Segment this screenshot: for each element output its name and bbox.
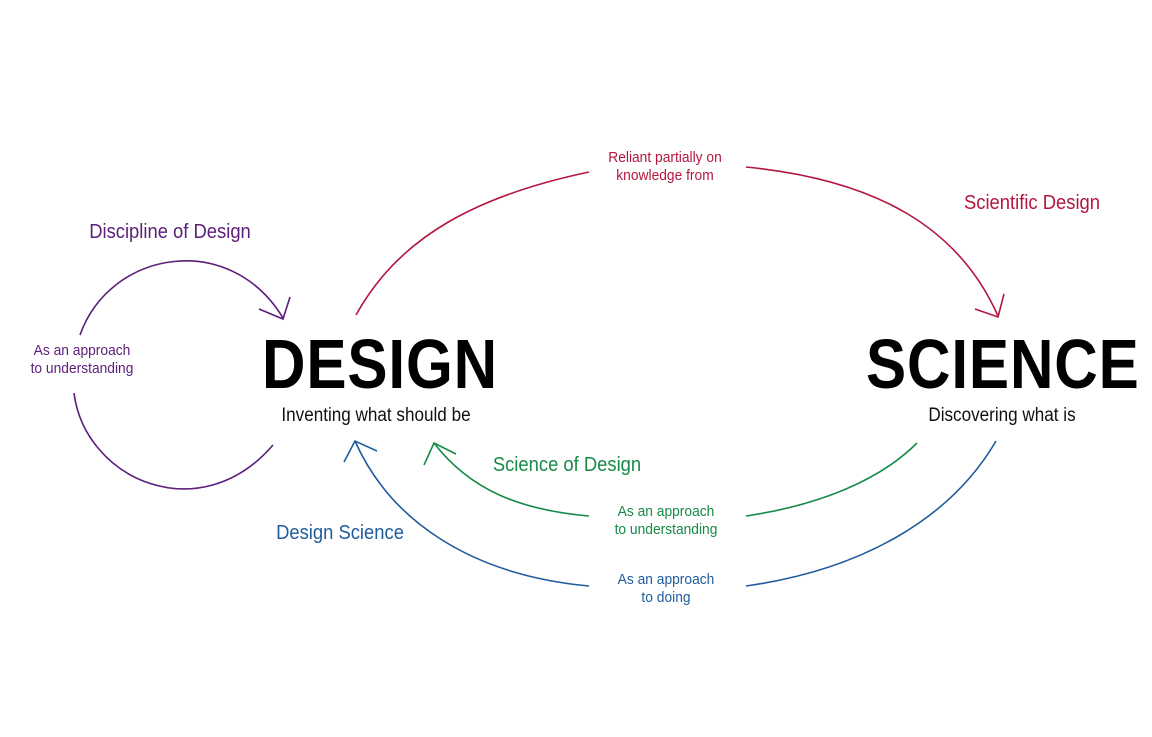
design-science-note: As an approach to doing — [602, 571, 731, 607]
science-subtitle: Discovering what is — [928, 405, 1076, 426]
science-of-design-note-line2: to understanding — [614, 521, 718, 538]
discipline-of-design-note-line1: As an approach — [33, 342, 131, 359]
discipline-of-design-label: Discipline of Design — [89, 221, 251, 243]
science-of-design-arrow — [423, 441, 918, 517]
design-science-arrow — [343, 439, 997, 587]
discipline-of-design-note-line2: to understanding — [30, 360, 134, 377]
science-of-design-note-line1: As an approach — [617, 503, 715, 520]
discipline-of-design-note: As an approach to understanding — [18, 342, 147, 378]
scientific-design-note: Reliant partially on knowledge from — [596, 149, 734, 185]
science-of-design-note: As an approach to understanding — [602, 503, 731, 539]
design-science-note-line2: to doing — [641, 589, 691, 606]
design-subtitle: Inventing what should be — [281, 405, 471, 426]
science-title: SCIENCE — [866, 325, 1140, 403]
design-title: DESIGN — [262, 325, 498, 403]
design-science-label: Design Science — [276, 522, 404, 544]
scientific-design-arrow — [355, 166, 1005, 319]
design-science-note-line1: As an approach — [617, 571, 715, 588]
scientific-design-label: Scientific Design — [963, 192, 1101, 214]
scientific-design-note-line1: Reliant partially on — [608, 149, 722, 166]
science-of-design-label: Science of Design — [492, 454, 642, 476]
discipline-of-design-arrow — [73, 260, 291, 490]
scientific-design-note-line2: knowledge from — [616, 167, 714, 184]
